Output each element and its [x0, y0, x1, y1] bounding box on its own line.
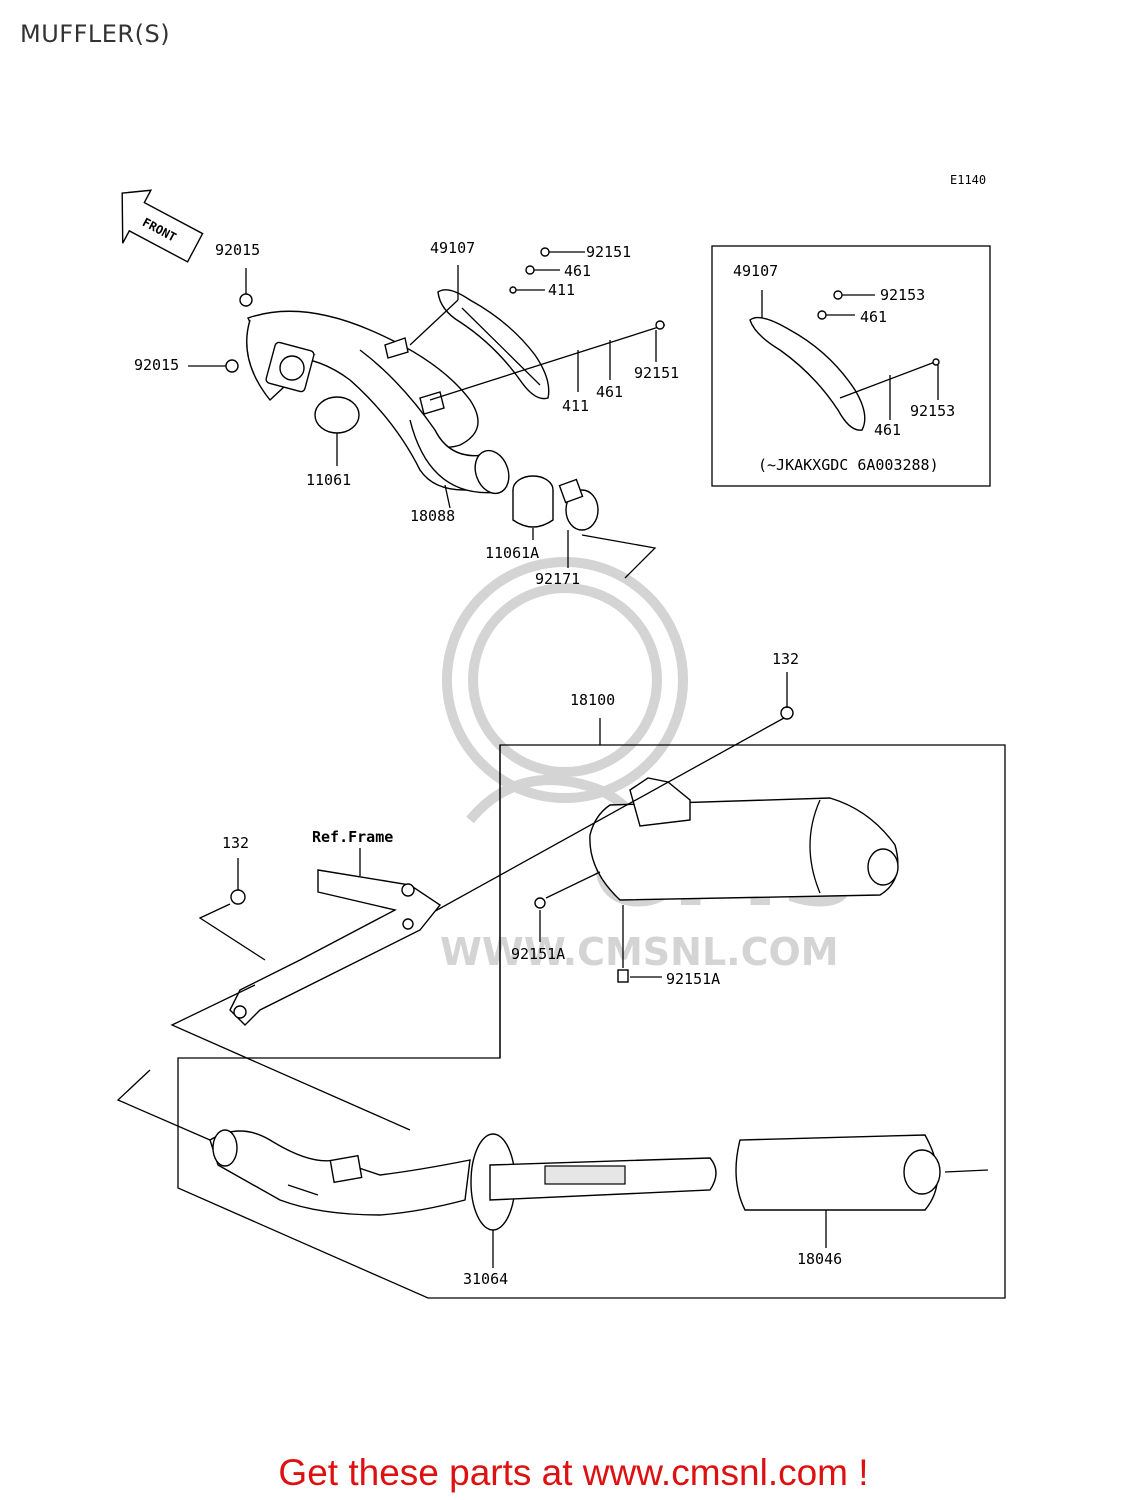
- bolt-92151A-right: [617, 969, 629, 983]
- page-title: MUFFLER(S): [20, 20, 171, 48]
- callout-92015-left: 92015: [134, 356, 179, 374]
- inset-callout-49107: 49107: [733, 262, 778, 280]
- callout-92015-top: 92015: [215, 241, 260, 259]
- upper-leaders: [188, 251, 666, 579]
- callout-92151-right: 92151: [634, 364, 679, 382]
- inset-box: [711, 245, 991, 487]
- callout-461-top: 461: [564, 262, 591, 280]
- inset-callout-92153-bottom: 92153: [910, 402, 955, 420]
- callout-11061: 11061: [306, 471, 351, 489]
- bolt-92151-top: [540, 247, 550, 257]
- gasket-11061: [314, 396, 360, 434]
- diagram-code: E1140: [950, 173, 986, 187]
- inset-callout-461-bottom: 461: [874, 421, 901, 439]
- callout-ref-frame: Ref.Frame: [312, 828, 393, 846]
- callout-49107: 49107: [430, 239, 475, 257]
- footer-link[interactable]: Get these parts at www.cmsnl.com !: [278, 1452, 869, 1493]
- nut-92015-top: [239, 293, 253, 307]
- callout-31064: 31064: [463, 1270, 508, 1288]
- callout-132-left: 132: [222, 834, 249, 852]
- silencer-core-31064: [470, 1133, 717, 1231]
- callout-18088: 18088: [410, 507, 455, 525]
- washer-461-top: [525, 265, 535, 275]
- frame-ref: [229, 848, 442, 1026]
- exhaust-pipe: [209, 1129, 471, 1216]
- callout-411-bottom: 411: [562, 397, 589, 415]
- callout-18046: 18046: [797, 1250, 842, 1268]
- callout-92171: 92171: [535, 570, 580, 588]
- collar-411-top: [509, 286, 517, 294]
- callout-461-bottom: 461: [596, 383, 623, 401]
- header-pipe-18088: [246, 310, 510, 495]
- inset-callout-461-top: 461: [860, 308, 887, 326]
- callout-411-top: 411: [548, 281, 575, 299]
- bolt-132-left: [230, 889, 246, 905]
- front-arrow-icon: FRONT: [121, 189, 204, 263]
- parts-diagram: CMS WWW.CMSNL.COM E1140 FRONT: [116, 173, 1006, 1299]
- callout-92151-top: 92151: [586, 243, 631, 261]
- watermark-url: WWW.CMSNL.COM: [440, 930, 839, 974]
- bolt-92151-right: [655, 320, 665, 330]
- callout-92151A-right: 92151A: [666, 970, 720, 988]
- watermark: CMS WWW.CMSNL.COM: [440, 557, 859, 974]
- inset-note: (~JKAKXGDC 6A003288): [758, 456, 939, 474]
- nut-92015-left: [225, 359, 239, 373]
- callout-labels: 92015 92015 11061 18088 49107 92151 461 …: [134, 239, 955, 1288]
- callout-11061A: 11061A: [485, 544, 539, 562]
- muffler-18100: [589, 777, 899, 901]
- callout-132-right: 132: [772, 650, 799, 668]
- muffler-assembly-box: [177, 718, 1006, 1299]
- callout-18100: 18100: [570, 691, 615, 709]
- silencer-body-18046: [735, 1134, 989, 1211]
- sleeve-11061A: [512, 475, 554, 528]
- inset-callout-92153-top: 92153: [880, 286, 925, 304]
- callout-92151A-left: 92151A: [511, 945, 565, 963]
- clamp-92171: [558, 478, 599, 531]
- bolt-132-right: [780, 706, 794, 720]
- bolt-92151A-left: [534, 897, 546, 909]
